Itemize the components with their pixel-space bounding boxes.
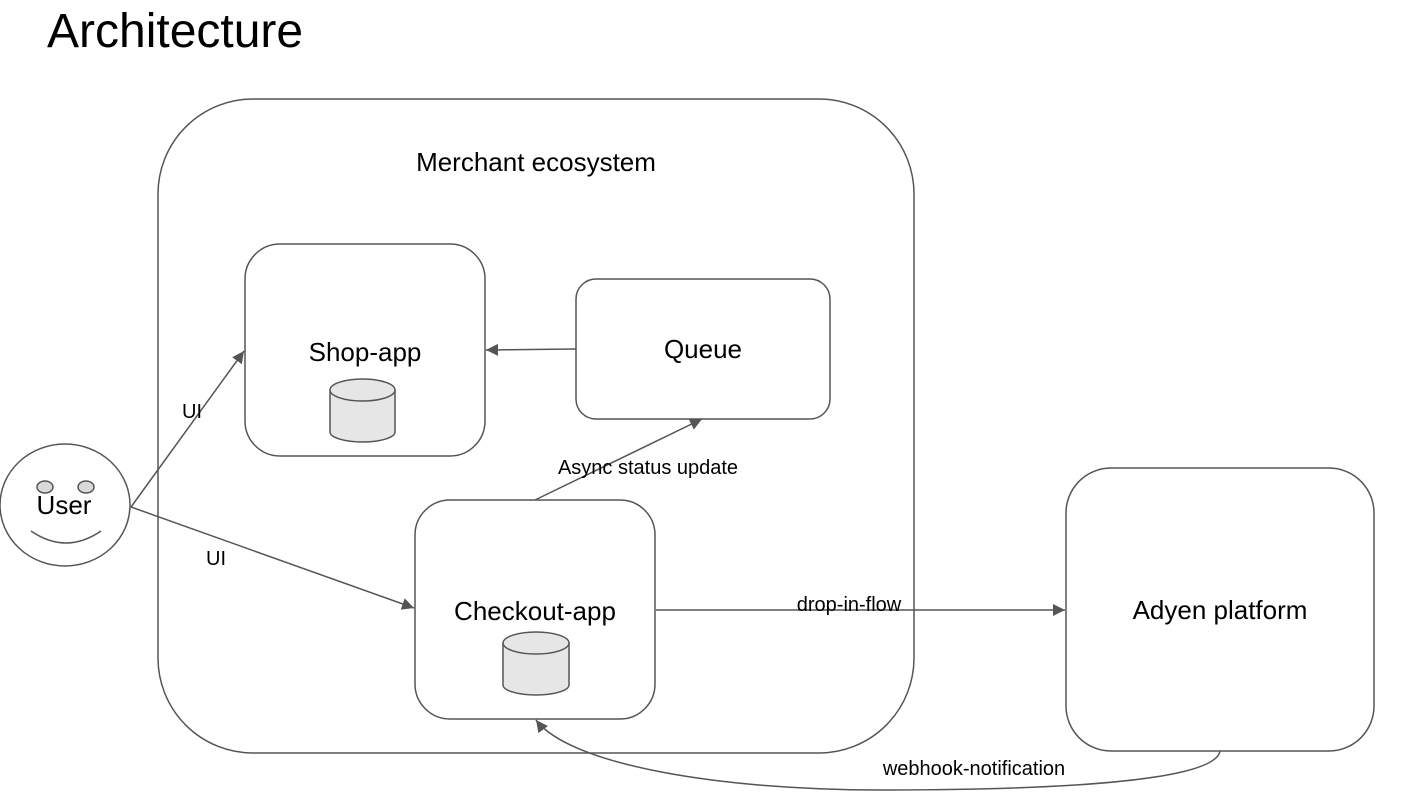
edge-checkout-to-adyen: drop-in-flow bbox=[656, 594, 1065, 616]
checkout-app-node: Checkout-app bbox=[414, 499, 656, 720]
queue-label: Queue bbox=[664, 334, 742, 364]
edge-label-ui-checkout: UI bbox=[206, 548, 226, 570]
adyen-platform-label: Adyen platform bbox=[1133, 595, 1308, 625]
right-eye-icon bbox=[77, 480, 95, 494]
adyen-platform-node: Adyen platform bbox=[1065, 467, 1375, 752]
database-icon bbox=[329, 378, 396, 443]
edge-checkout-to-queue: Async status update bbox=[534, 418, 738, 501]
smile-icon bbox=[30, 530, 102, 544]
edge-label-async-status-update: Async status update bbox=[558, 457, 738, 479]
user-label: User bbox=[37, 490, 92, 520]
edge-adyen-to-checkout: webhook-notification bbox=[535, 719, 1221, 791]
user-face bbox=[0, 443, 131, 567]
database-icon bbox=[502, 631, 570, 696]
user-node: User bbox=[0, 443, 131, 567]
left-eye-icon bbox=[36, 480, 54, 494]
shop-app-box bbox=[244, 243, 486, 457]
shop-app-label: Shop-app bbox=[309, 337, 422, 367]
checkout-app-label: Checkout-app bbox=[454, 596, 616, 626]
edge-user-to-checkout: UI bbox=[130, 506, 415, 610]
page-title: Architecture bbox=[47, 5, 303, 58]
shop-app-node: Shop-app bbox=[244, 243, 486, 457]
merchant-ecosystem-label: Merchant ecosystem bbox=[416, 147, 656, 177]
edge-queue-to-shop bbox=[485, 343, 577, 356]
edge-label-ui-shop: UI bbox=[182, 401, 202, 423]
queue-node: Queue bbox=[575, 278, 831, 420]
edge-label-drop-in-flow: drop-in-flow bbox=[797, 594, 902, 616]
edge-label-webhook-notification: webhook-notification bbox=[882, 758, 1065, 780]
edge-user-to-shop: UI bbox=[130, 350, 245, 508]
